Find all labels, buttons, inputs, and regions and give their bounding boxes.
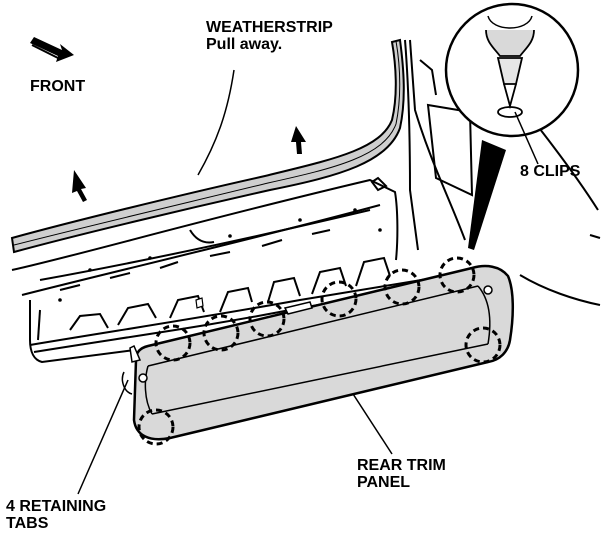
weatherstrip-label: WEATHERSTRIP Pull away. — [206, 19, 333, 53]
tabs-leader — [77, 379, 129, 495]
retaining-tabs-label: 4 RETAINING TABS — [6, 498, 106, 532]
tab-marker — [464, 326, 502, 364]
clip-markers — [137, 256, 502, 446]
rear-trim-panel — [121, 264, 515, 441]
weatherstrip — [10, 38, 405, 254]
clip-marker — [438, 256, 476, 294]
weatherstrip-label-line1: WEATHERSTRIP — [206, 19, 333, 36]
retaining-tabs-label-line2: TABS — [6, 515, 49, 532]
tab-marker — [137, 408, 175, 446]
frame-holes — [58, 208, 382, 302]
clips-label: 8 CLIPS — [520, 163, 581, 180]
clip-marker — [248, 300, 286, 338]
rear-trim-label-line2: PANEL — [357, 474, 411, 491]
rear-trim-label-line1: REAR TRIM — [357, 457, 446, 474]
pull-arrow-icon — [72, 126, 306, 202]
front-label: FRONT — [30, 78, 86, 95]
weatherstrip-leader — [197, 69, 235, 176]
retaining-tabs-label-line1: 4 RETAINING — [6, 498, 107, 515]
clip-marker — [320, 280, 358, 318]
clip-marker — [202, 314, 240, 352]
front-arrow-icon — [30, 37, 74, 62]
clip-marker — [154, 324, 192, 362]
clip-marker — [383, 268, 421, 306]
clip-detail-callout — [444, 2, 580, 250]
clips-leader — [514, 111, 539, 165]
rear-trim-panel-label: REAR TRIM PANEL — [357, 457, 446, 491]
weatherstrip-label-line2: Pull away. — [206, 36, 283, 53]
